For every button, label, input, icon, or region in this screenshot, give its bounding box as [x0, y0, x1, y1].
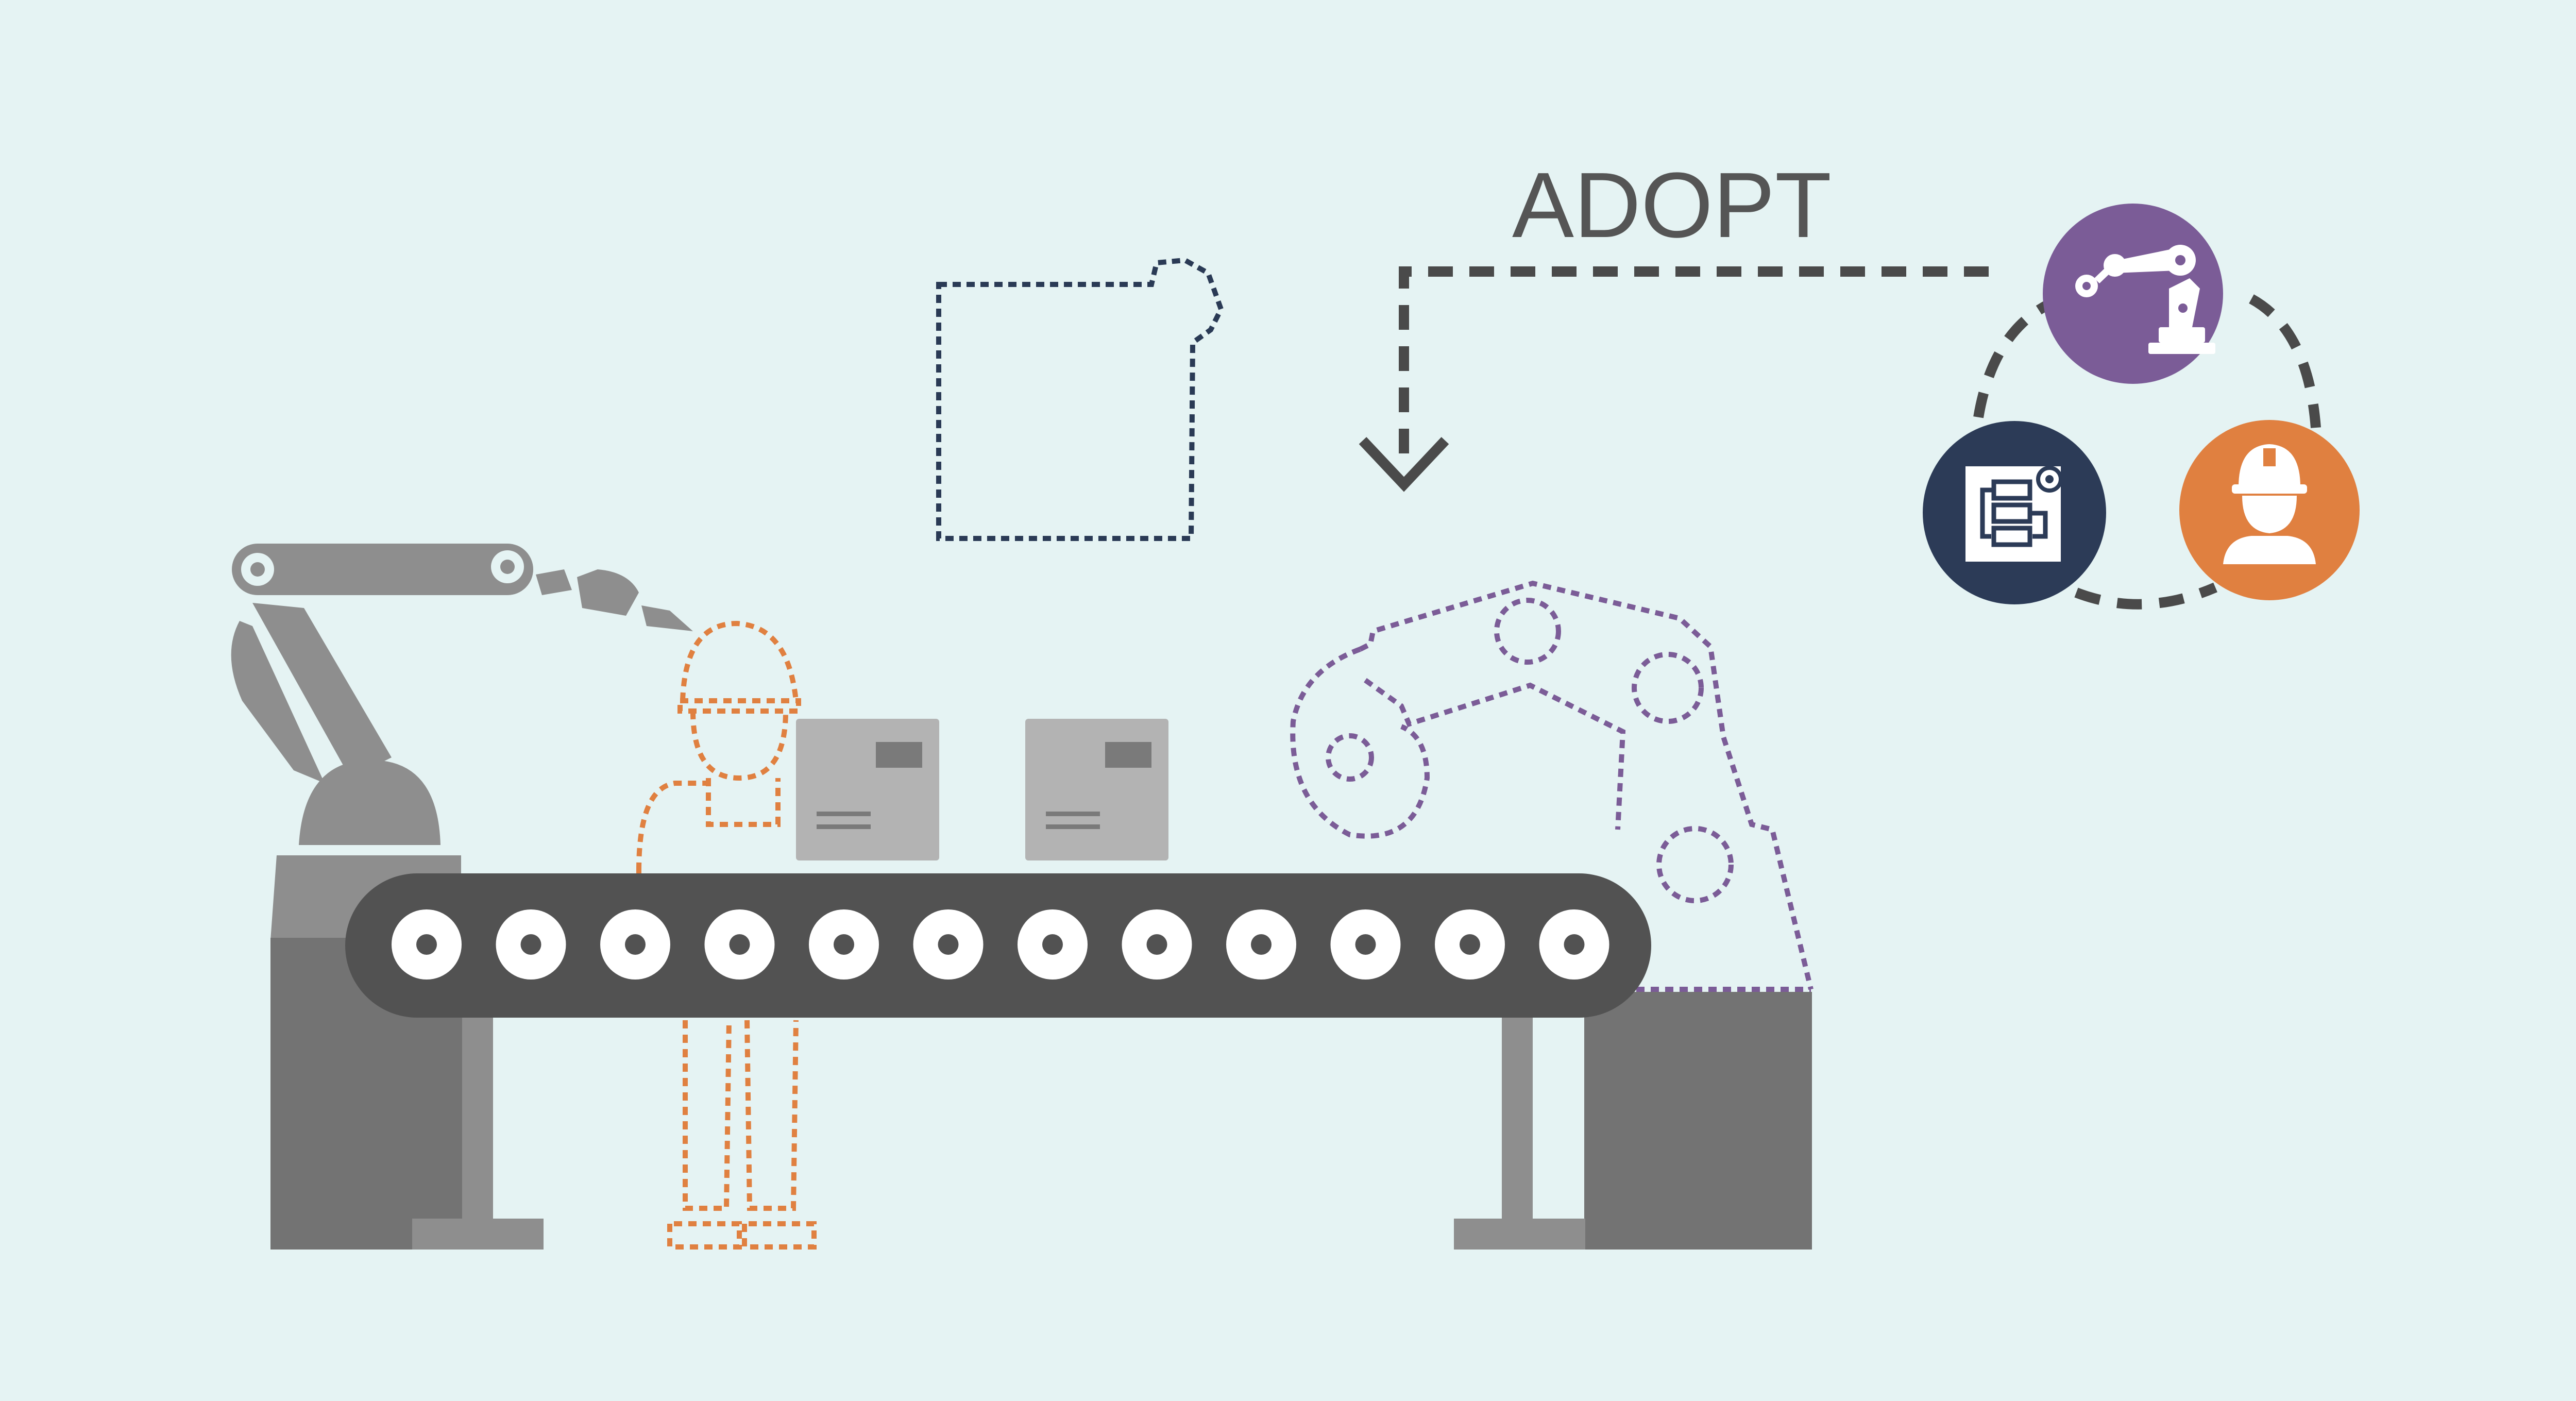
conveyor-roller: [1122, 909, 1192, 980]
dotted-worker-outline: [636, 620, 817, 1250]
box-2: [1025, 719, 1168, 860]
solid-robot-arm: [231, 544, 693, 845]
conveyor-leg-left: [462, 1000, 493, 1221]
conveyor-roller: [1435, 909, 1505, 980]
conveyor-leg-right: [1502, 1000, 1533, 1221]
adopt-arrow: [1399, 266, 1989, 459]
conveyor-roller: [496, 909, 566, 980]
box-1: [796, 719, 939, 860]
conveyor-roller: [809, 909, 879, 980]
adopt-title: ADOPT: [1512, 154, 1832, 257]
conveyor-belt: [345, 873, 1651, 1018]
conveyor-roller: [392, 909, 462, 980]
robot-arm-icon: [2043, 204, 2223, 384]
conveyor-roller: [600, 909, 670, 980]
conveyor-roller: [1226, 909, 1296, 980]
conveyor-roller: [913, 909, 984, 980]
conveyor-roller: [1018, 909, 1088, 980]
worker-helmet-icon: [2179, 420, 2360, 600]
adopt-arrow-head: [1359, 437, 1449, 492]
conveyor-roller: [704, 909, 775, 980]
dotted-robot-outline: [1290, 580, 1814, 992]
conveyor-roller: [1539, 909, 1609, 980]
conveyor-rollers: [392, 909, 1609, 980]
conveyor-roller: [1330, 909, 1401, 980]
right-machine-base: [1454, 992, 1812, 1250]
process-flowchart-icon: [1923, 421, 2106, 604]
dotted-placeholder-outline: [936, 257, 1224, 541]
